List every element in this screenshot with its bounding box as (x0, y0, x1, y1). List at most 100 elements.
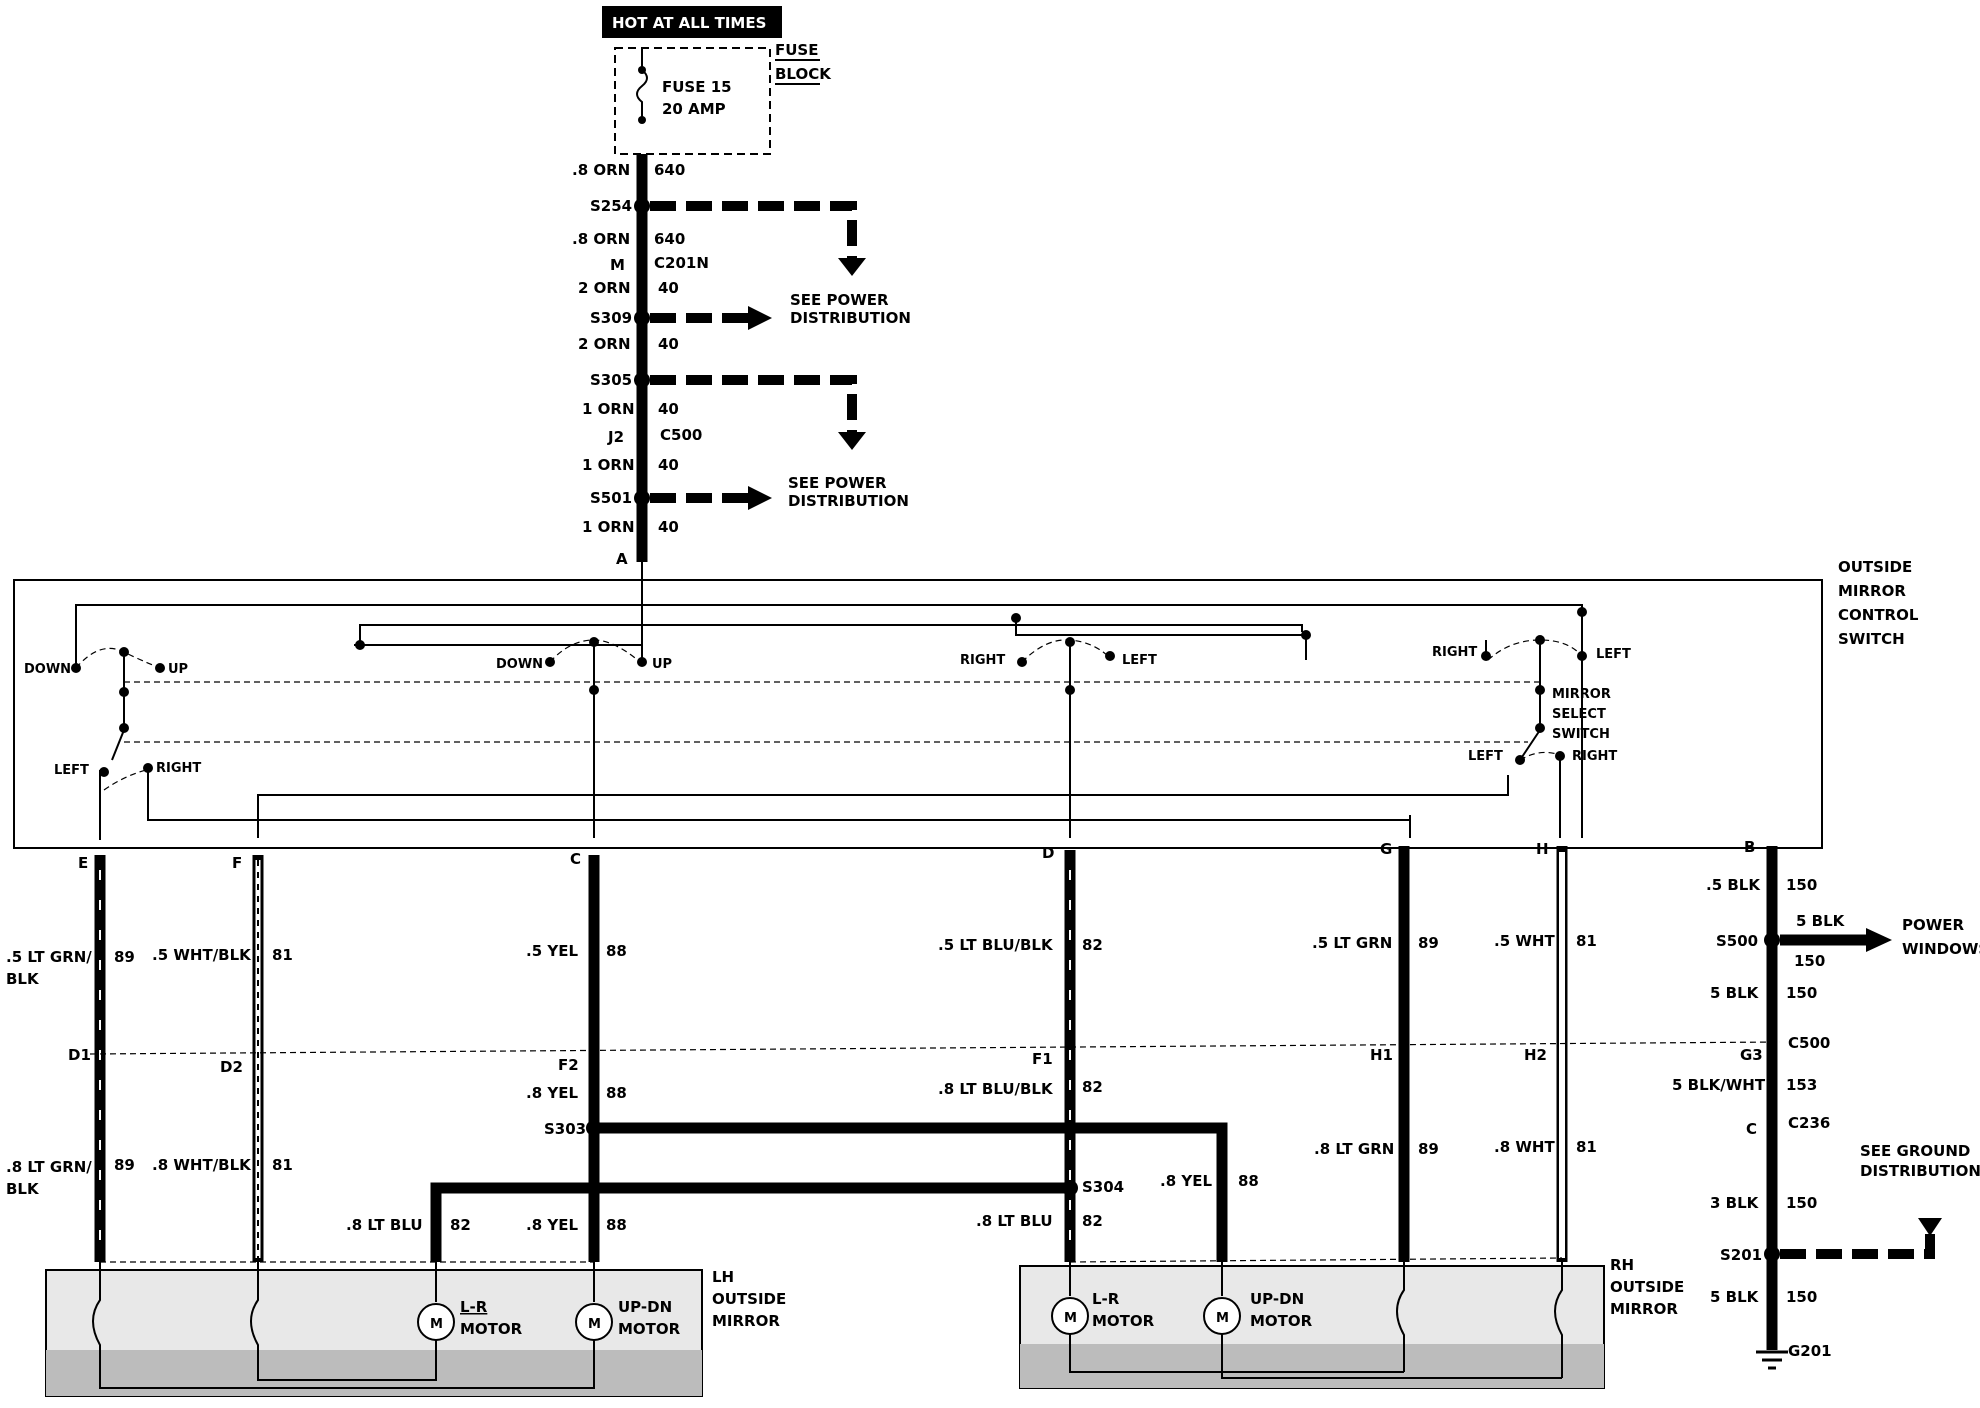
s501-arrow (748, 486, 772, 510)
splice-s500 (1764, 932, 1780, 948)
fuse-rating: 20 AMP (662, 100, 726, 118)
d1-gauge: .8 LT BLU/BLK (938, 1080, 1054, 1098)
lh-contact-1 (92, 1262, 101, 1385)
c236-label: C236 (1788, 1114, 1830, 1132)
fuse-symbol (636, 48, 648, 120)
pin-f: F (232, 854, 242, 872)
g-lower-gauge: .8 LT GRN (1314, 1140, 1394, 1158)
lh-lr-motor-b: MOTOR (460, 1320, 523, 1338)
w1-gauge: .8 ORN (572, 161, 630, 179)
w6-gauge: 1 ORN (582, 456, 635, 474)
splice-s201 (1764, 1246, 1780, 1262)
switch-title-1: OUTSIDE (1838, 558, 1912, 576)
w2-gauge: .8 ORN (572, 230, 630, 248)
h-lower-num: 81 (1576, 1138, 1597, 1156)
see-ground-arrow (1918, 1218, 1942, 1236)
c2-num: 88 (606, 1216, 627, 1234)
e-lower-gauge-b: BLK (6, 1180, 40, 1198)
lblu-gauge: .8 LT BLU (346, 1216, 423, 1234)
c500-label: C500 (660, 426, 702, 444)
label-down-1: DOWN (24, 662, 71, 677)
label-left-1: LEFT (1122, 653, 1157, 668)
pw-gauge: 5 BLK (1796, 912, 1846, 930)
label-right-1: RIGHT (960, 653, 1005, 668)
power-label: POWER (1902, 916, 1965, 934)
f-lower-gauge: .8 WHT/BLK (152, 1156, 252, 1174)
s309-arrow (748, 306, 772, 330)
rh-lr-motor-a: L-R (1092, 1290, 1120, 1308)
c236-pin: C (1746, 1120, 1757, 1138)
d2-num: 82 (1082, 1212, 1103, 1230)
label-up-2: UP (652, 657, 672, 672)
e-gauge-a: .5 LT GRN/ (6, 948, 92, 966)
w5blk-a: 5 BLK (1710, 984, 1760, 1002)
splice-s254 (634, 198, 650, 214)
g-gauge: .5 LT GRN (1312, 934, 1392, 952)
rh-mirror-shade (1020, 1344, 1604, 1388)
see-ground-2: DISTRIBUTION (1860, 1162, 1980, 1180)
see-power-1b: DISTRIBUTION (790, 309, 911, 327)
label-down-2: DOWN (496, 657, 543, 672)
g-lower-num: 89 (1418, 1140, 1439, 1158)
switch-title-3: CONTROL (1838, 606, 1919, 624)
h-num: 81 (1576, 932, 1597, 950)
splice-s501 (634, 490, 650, 506)
wire-s304-blu (430, 1182, 1070, 1262)
rh-lr-motor-b: MOTOR (1092, 1312, 1155, 1330)
g3-num: 153 (1786, 1076, 1817, 1094)
lh-motor-m-1: M (430, 1317, 443, 1332)
lblu-num: 82 (450, 1216, 471, 1234)
switch-box (13, 579, 1823, 849)
see-power-1a: SEE POWER (790, 291, 889, 309)
w150-b: 150 (1786, 984, 1817, 1002)
label-mirror: MIRROR (1552, 687, 1611, 702)
w2-num: 640 (654, 230, 685, 248)
rh-contact-2 (1554, 1262, 1563, 1378)
f-num: 81 (272, 946, 293, 964)
see-ground-1: SEE GROUND (1860, 1142, 1970, 1160)
pin-g: G (1380, 840, 1392, 858)
c-num: 88 (606, 942, 627, 960)
label-left-select-r: LEFT (1468, 749, 1503, 764)
hot-label: HOT AT ALL TIMES (612, 14, 766, 32)
g201-label: G201 (1788, 1342, 1832, 1360)
g-num: 89 (1418, 934, 1439, 952)
lh-title-3: MIRROR (712, 1312, 780, 1330)
g3-gauge: 5 BLK/WHT (1672, 1076, 1766, 1094)
w3-gauge: 2 ORN (578, 279, 631, 297)
c1-gauge: .8 YEL (526, 1084, 578, 1102)
b-num: 150 (1786, 876, 1817, 894)
s254-arrow (838, 258, 866, 276)
h2-label: H2 (1524, 1046, 1547, 1064)
w7-gauge: 1 ORN (582, 518, 635, 536)
c201-pin: M (610, 256, 625, 274)
fuse-block-label: FUSE (775, 41, 818, 59)
lh-title-2: OUTSIDE (712, 1290, 786, 1308)
h-lower-gauge: .8 WHT (1494, 1138, 1555, 1156)
f2-label: F2 (558, 1056, 579, 1074)
w3blk: 3 BLK (1710, 1194, 1760, 1212)
wire-s303-yel (594, 1122, 1228, 1262)
label-right-select-l: RIGHT (156, 761, 201, 776)
b-gauge: .5 BLK (1706, 876, 1761, 894)
fuse-block-label-2: BLOCK (775, 65, 832, 83)
d-gauge: .5 LT BLU/BLK (938, 936, 1054, 954)
w150-d: 150 (1786, 1288, 1817, 1306)
f-lower-num: 81 (272, 1156, 293, 1174)
c500-row-label: C500 (1788, 1034, 1830, 1052)
fuse-name: FUSE 15 (662, 78, 732, 96)
w5-num: 40 (658, 400, 679, 418)
c-gauge: .5 YEL (526, 942, 578, 960)
lh-mirror-shade (46, 1350, 702, 1396)
w3-num: 40 (658, 279, 679, 297)
w5blk-b: 5 BLK (1710, 1288, 1760, 1306)
f-gauge: .5 WHT/BLK (152, 946, 252, 964)
hot-at-all-times-box (602, 6, 782, 38)
w150-a: 150 (1794, 952, 1825, 970)
s254-label: S254 (590, 197, 632, 215)
yel-r-num: 88 (1238, 1172, 1259, 1190)
e-gauge-b: BLK (6, 970, 40, 988)
rh-updn-motor-b: MOTOR (1250, 1312, 1313, 1330)
fuse-block-box (614, 47, 771, 155)
h-gauge: .5 WHT (1494, 932, 1555, 950)
